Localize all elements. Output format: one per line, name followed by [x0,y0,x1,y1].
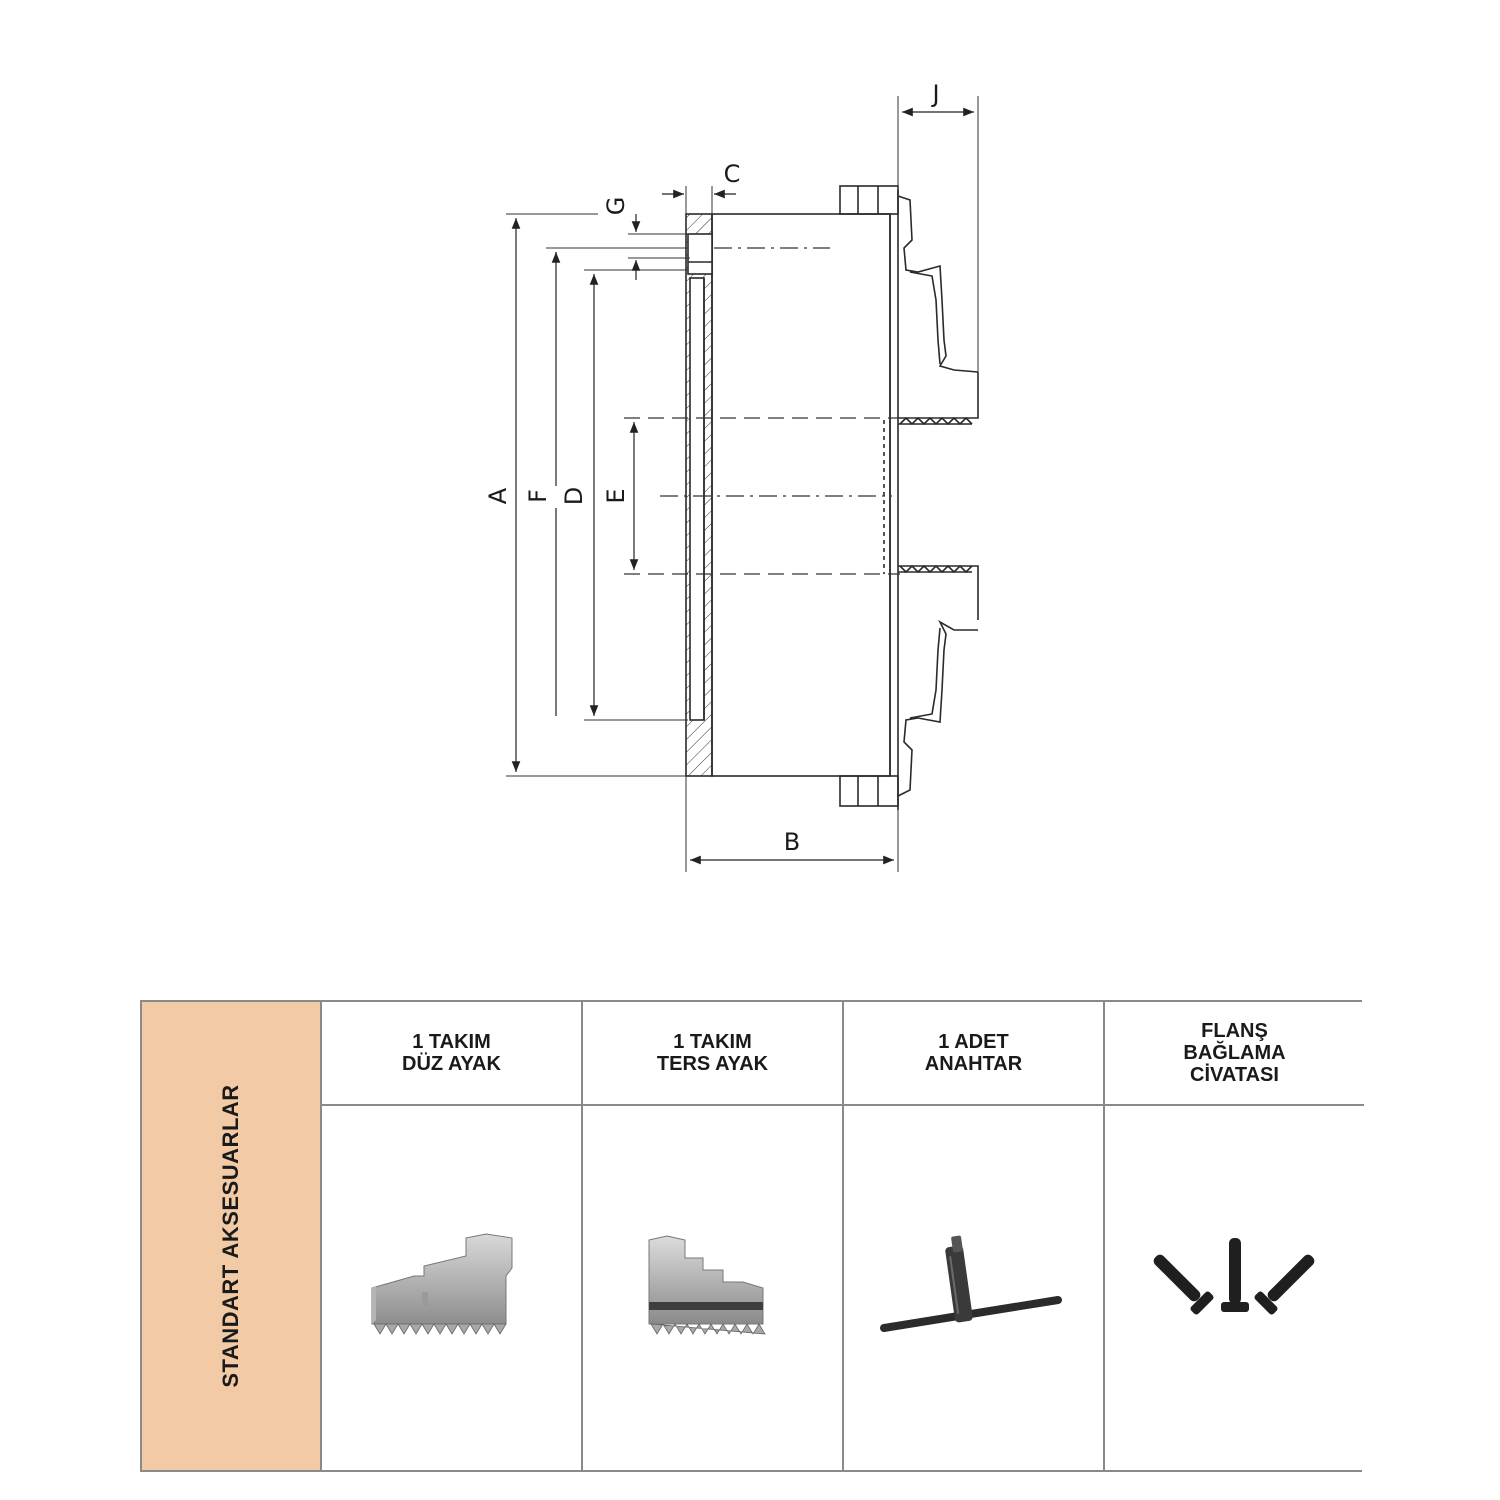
dim-label-j: J [930,80,939,108]
accessory-label: FLANŞ BAĞLAMA CİVATASI [1183,1020,1286,1086]
straight-jaw-set-icon [371,1233,512,1335]
accessory-image-cell [322,1106,581,1470]
accessory-image-cell [844,1106,1103,1470]
accessory-header: FLANŞ BAĞLAMA CİVATASI [1105,1002,1364,1106]
chuck-technical-drawing: A B C D E F G J [484,80,979,872]
accessory-label: 1 TAKIM DÜZ AYAK [402,1031,501,1075]
accessories-section-title: STANDART AKSESUARLAR [218,1084,243,1388]
accessory-header: 1 ADET ANAHTAR [844,1002,1103,1106]
dim-label-f: F [524,489,552,503]
accessory-column-straight-jaws: 1 TAKIM DÜZ AYAK [322,1002,583,1470]
dim-label-g: G [602,197,630,216]
dimension-labels: A B C D E F G J [484,80,940,856]
reverse-jaw-set-icon [648,1235,766,1335]
accessory-image-cell [1105,1106,1364,1470]
dim-label-a: A [484,487,512,504]
dim-label-d: D [560,487,588,505]
chuck-body-outline [685,185,979,810]
dim-label-c: C [724,160,741,188]
centre-lines [624,247,900,575]
standard-accessories-table: STANDART AKSESUARLAR 1 TAKIM DÜZ AYAK 1 [140,1000,1364,1472]
dim-label-b: B [784,828,800,856]
accessory-column-flange-bolts: FLANŞ BAĞLAMA CİVATASI [1105,1002,1364,1470]
accessory-header: 1 TAKIM DÜZ AYAK [322,1002,581,1106]
accessory-image-cell [583,1106,842,1470]
accessories-side-header: STANDART AKSESUARLAR [142,1002,322,1470]
accessory-column-chuck-key: 1 ADET ANAHTAR [844,1002,1105,1470]
accessory-label: 1 TAKIM TERS AYAK [656,1031,769,1075]
dim-label-e: E [602,488,630,503]
chuck-key-icon [879,1235,1062,1332]
accessory-label: 1 ADET ANAHTAR [924,1031,1023,1075]
extension-lines [506,96,979,872]
dimension-lines [511,107,974,865]
accessory-column-reverse-jaws: 1 TAKIM TERS AYAK [583,1002,844,1470]
flange-bolts-icon [1153,1238,1314,1315]
accessory-header: 1 TAKIM TERS AYAK [583,1002,842,1106]
